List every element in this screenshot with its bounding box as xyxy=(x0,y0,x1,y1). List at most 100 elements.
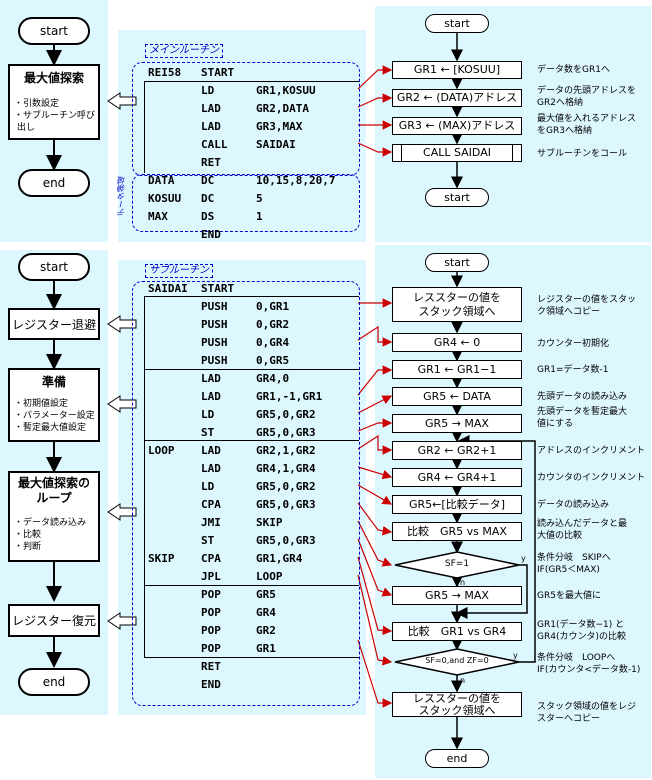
sub-code-op: ST xyxy=(201,534,215,547)
sub-code-arg: 0,GR1 xyxy=(256,300,290,313)
sub-code-op: CPA xyxy=(201,498,221,511)
pop-block xyxy=(144,585,359,658)
main-note-2: データの先頭アドレスを GR2へ格納 xyxy=(537,86,637,108)
register-save-box: レジスター退避 xyxy=(8,308,100,340)
sub-start-label: start xyxy=(40,260,68,274)
sub-flow-push: レススターの値を スタック領域へ xyxy=(392,287,522,322)
sub-end-label: end xyxy=(42,675,66,689)
sub-routine-label: サブルーチン xyxy=(145,264,213,278)
decision-sf1-label: SF=1 xyxy=(444,559,470,569)
sub-code-op: LAD xyxy=(201,390,221,403)
main-end-terminal: end xyxy=(18,169,90,197)
sub-code-arg: GR4 xyxy=(256,606,276,619)
main-code-op: DC xyxy=(201,174,215,187)
main-code-panel xyxy=(118,30,366,242)
decision-loop-label: SF=0,and ZF=0 xyxy=(425,656,489,665)
sub-code-arg: GR5,0,GR2 xyxy=(256,480,316,493)
main-code-frame xyxy=(132,62,360,176)
sub-note-1: レジスターの値をスタッ ク領域へコピー xyxy=(537,295,637,317)
loop-title: 最大値探索の ループ xyxy=(17,476,90,505)
sub-note-12: GR1(データ数−1) と GR4(カウンタ)の比較 xyxy=(537,620,626,642)
main-code-arg: GR1,KOSUU xyxy=(256,84,316,97)
sub-note-11: GR5を最大値に xyxy=(537,591,601,601)
sub-code-op: PUSH xyxy=(201,300,228,313)
main-code-arg: GR3,MAX xyxy=(256,120,303,133)
sub-flow-start-label: start xyxy=(444,256,470,269)
sub-code-arg: GR5,0,GR3 xyxy=(256,534,316,547)
sub-flow-step-8-label: 比較 GR5 vs MAX xyxy=(407,524,507,538)
main-code-label: DATA xyxy=(148,174,175,187)
main-flow-step-3: GR3 ← (MAX)アドレス xyxy=(392,117,522,135)
sub-code-op: PUSH xyxy=(201,336,228,349)
main-code-op: END xyxy=(201,228,221,241)
main-code-arg: SAIDAI xyxy=(256,138,296,151)
loop-box: 最大値探索の ループ ・データ読み込み ・比較 ・判断 xyxy=(8,471,100,562)
loop-block xyxy=(144,440,359,586)
sub-code-op: JMI xyxy=(201,516,221,529)
main-code-label: MAX xyxy=(148,210,168,223)
sub-code-arg: GR1 xyxy=(256,642,276,655)
sub-flow-cmp2-label: 比較 GR1 vs GR4 xyxy=(407,624,507,638)
main-flow-start: start xyxy=(425,14,489,33)
decision-loop-no: n xyxy=(460,676,466,685)
main-code-label: REI58 xyxy=(148,66,182,79)
sub-flow-cmp2: 比較 GR1 vs GR4 xyxy=(392,622,522,641)
sub-code-op: POP xyxy=(201,624,221,637)
sub-flow-start: start xyxy=(425,253,489,272)
main-code-arg: GR2,DATA xyxy=(256,102,309,115)
main-code-op: LD xyxy=(201,84,215,97)
sub-code-op: START xyxy=(201,282,235,295)
register-save-label: レジスター退避 xyxy=(11,317,96,332)
sub-code-arg: GR5,0,GR3 xyxy=(256,426,316,439)
main-code-label: KOSUU xyxy=(148,192,182,205)
sub-flow-end: end xyxy=(425,749,489,768)
main-flow-step-3-label: GR3 ← (MAX)アドレス xyxy=(398,119,516,132)
sub-code-arg: GR2,1,GR2 xyxy=(256,444,316,457)
sub-flow-step-2: GR1 ← GR1−1 xyxy=(392,360,522,379)
sub-flow-step-4: GR5 → MAX xyxy=(392,414,522,433)
sub-flow-step-3-label: GR5 ← DATA xyxy=(423,389,491,403)
sub-code-op: JPL xyxy=(201,570,221,583)
main-note-1: データ数をGR1へ xyxy=(537,65,610,75)
main-flow-step-1: GR1 ← [KOSUU] xyxy=(392,61,522,79)
main-routine-label: メインルーチン xyxy=(145,44,223,58)
sub-code-op: PUSH xyxy=(201,318,228,331)
sub-code-panel xyxy=(118,260,366,715)
main-flow-step-2-label: GR2 ← (DATA)アドレス xyxy=(396,91,518,104)
sub-note-7: カウンタのインクリメント xyxy=(537,473,646,483)
register-restore-box: レジスター復元 xyxy=(8,604,100,637)
sub-note-14: スタック領域の値をレジ スターへコピー xyxy=(537,702,637,724)
main-start-terminal: start xyxy=(18,17,90,45)
prep-box: 準備 ・初期値設定 ・パラメーター設定 ・暫定最大値設定 xyxy=(8,368,100,442)
sub-note-5: 先頭データを暫定最大 値にする xyxy=(537,407,628,429)
main-code-arg: 10,15,8,20,7 xyxy=(256,174,336,187)
sub-note-8: データの読み込み xyxy=(537,500,610,510)
main-flow-step-2: GR2 ← (DATA)アドレス xyxy=(392,89,522,107)
sub-note-10: 条件分岐 SKIPへ IF(GR5＜MAX) xyxy=(537,553,611,575)
sub-code-arg: GR5,0,GR2 xyxy=(256,408,316,421)
sub-code-op: LD xyxy=(201,480,215,493)
decision-sf1-no: n xyxy=(460,578,466,587)
sub-code-arg: 0,GR4 xyxy=(256,336,290,349)
prep-item-3: ・暫定最大値設定 xyxy=(14,423,87,433)
main-code-op: DC xyxy=(201,192,215,205)
sub-code-op: END xyxy=(201,678,221,691)
sub-code-op: RET xyxy=(201,660,221,673)
prep-item-2: ・パラメーター設定 xyxy=(14,411,95,421)
main-flow-step-1-label: GR1 ← [KOSUU] xyxy=(413,63,501,76)
main-code-op: DS xyxy=(201,210,215,223)
main-code-arg: 1 xyxy=(256,210,263,223)
prep-block xyxy=(144,368,359,441)
sub-flow-max: GR5 → MAX xyxy=(392,586,522,605)
sub-flow-step-5: GR2 ← GR2+1 xyxy=(392,441,522,460)
sub-note-4: 先頭データの読み込み xyxy=(537,392,628,402)
register-restore-label: レジスター復元 xyxy=(11,614,96,628)
sub-flow-push-label: レススターの値を スタック領域へ xyxy=(413,290,501,318)
sub-flow-max-label: GR5 → MAX xyxy=(425,588,489,602)
sub-flow-step-1-label: GR4 ← 0 xyxy=(433,335,481,349)
decision-sf1 xyxy=(394,551,520,579)
main-code-op: START xyxy=(201,66,235,79)
loop-item-2: ・比較 xyxy=(14,530,42,540)
sub-flow-step-1: GR4 ← 0 xyxy=(392,333,522,352)
